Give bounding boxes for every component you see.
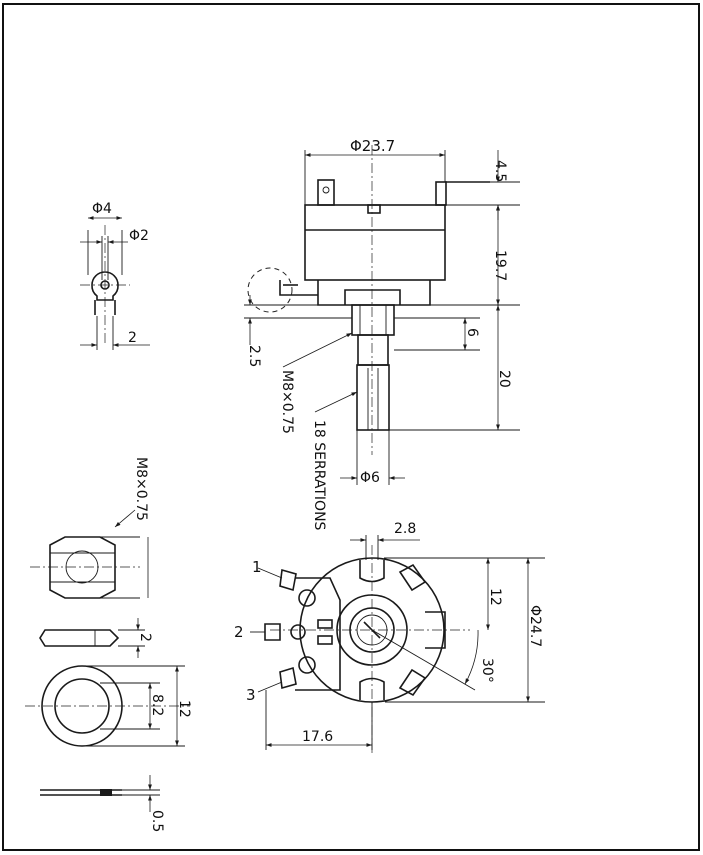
hex-nut-view: M8×0.75 xyxy=(30,457,149,599)
label-m8-nut: M8×0.75 xyxy=(133,457,149,521)
nut-side-view: 2 xyxy=(39,618,153,658)
label-6: 6 xyxy=(464,328,480,337)
label-19-7: 19.7 xyxy=(492,250,508,281)
label-m8-side: M8×0.75 xyxy=(279,370,295,434)
label-2-8: 2.8 xyxy=(394,521,416,537)
label-terminal-3: 3 xyxy=(246,686,256,704)
rear-view: 1 2 3 2.8 12 Φ24.7 30° 17.6 xyxy=(234,521,545,755)
label-washer-dia: 8.2 xyxy=(149,694,165,716)
drawing-frame xyxy=(2,3,700,851)
label-phi23-7: Φ23.7 xyxy=(350,137,395,155)
label-12: 12 xyxy=(487,588,503,606)
label-terminal-2: 2 xyxy=(234,623,244,641)
label-phi24-7: Φ24.7 xyxy=(527,605,543,647)
side-view: Φ23.7 4.5 19.7 6 20 2.5 M8×0.75 18 SERRA… xyxy=(244,137,520,531)
label-washer-thick: 0.5 xyxy=(149,810,165,832)
label-phi6: Φ6 xyxy=(360,470,380,486)
label-serrations: 18 SERRATIONS xyxy=(311,420,327,531)
label-washer-od: 12 xyxy=(176,700,192,718)
label-4-5: 4.5 xyxy=(492,160,508,182)
label-lug-2: 2 xyxy=(128,330,137,346)
solder-lug-detail: Φ4 Φ2 2 xyxy=(80,201,150,350)
label-phi2: Φ2 xyxy=(129,228,149,244)
washer-view: 8.2 12 xyxy=(25,665,192,747)
label-17-6: 17.6 xyxy=(302,729,333,745)
label-phi4: Φ4 xyxy=(92,201,112,217)
label-2-5: 2.5 xyxy=(246,345,262,367)
label-20: 20 xyxy=(496,370,512,388)
washer-side-view: 0.5 xyxy=(40,775,165,832)
label-angle-30: 30° xyxy=(479,658,495,683)
label-terminal-1: 1 xyxy=(252,558,262,576)
label-nut-thick: 2 xyxy=(137,633,153,642)
